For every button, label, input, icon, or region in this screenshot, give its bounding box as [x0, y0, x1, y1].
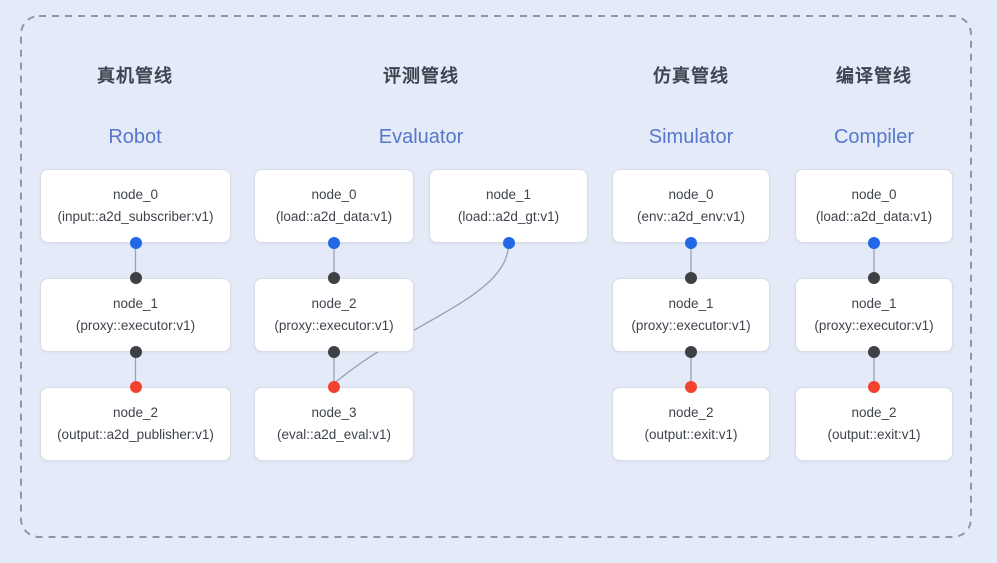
node-title: node_2	[851, 405, 897, 420]
node-title: node_1	[668, 296, 714, 311]
simulator-node-2-input-port[interactable]	[685, 381, 697, 393]
robot-node-0[interactable]: node_0 (input::a2d_subscriber:v1)	[40, 169, 231, 243]
simulator-node-0-output-port[interactable]	[685, 237, 697, 249]
node-title: node_2	[311, 296, 357, 311]
node-title: node_1	[851, 296, 897, 311]
node-title: node_0	[851, 187, 897, 202]
node-subtitle: (proxy::executor:v1)	[631, 318, 751, 333]
compiler-node-1-input-port[interactable]	[868, 272, 880, 284]
robot-node-1[interactable]: node_1 (proxy::executor:v1)	[40, 278, 231, 352]
evaluator-node-1[interactable]: node_1 (load::a2d_gt:v1)	[429, 169, 588, 243]
node-subtitle: (eval::a2d_eval:v1)	[276, 427, 392, 442]
robot-node-1-input-port[interactable]	[129, 272, 142, 284]
node-title: node_0	[668, 187, 714, 202]
simulator-node-1[interactable]: node_1 (proxy::executor:v1)	[612, 278, 770, 352]
evaluator-node-2-output-port[interactable]	[328, 346, 340, 358]
pipeline-title-robot: 真机管线	[97, 66, 173, 86]
node-title: node_1	[112, 296, 159, 311]
evaluator-node-3[interactable]: node_3 (eval::a2d_eval:v1)	[254, 387, 414, 461]
pipeline-title-compiler: 编译管线	[836, 66, 912, 86]
node-subtitle: (env::a2d_env:v1)	[636, 209, 746, 224]
node-title: node_2	[668, 405, 714, 420]
compiler-node-1-output-port[interactable]	[868, 346, 880, 358]
compiler-node-0-output-port[interactable]	[868, 237, 880, 249]
evaluator-node-0[interactable]: node_0 (load::a2d_data:v1)	[254, 169, 414, 243]
evaluator-node-1-output-port[interactable]	[502, 237, 515, 249]
robot-node-2-input-port[interactable]	[129, 381, 142, 393]
node-subtitle: (proxy::executor:v1)	[75, 318, 196, 333]
node-subtitle: (load::a2d_gt:v1)	[457, 209, 560, 224]
simulator-node-1-output-port[interactable]	[685, 346, 697, 358]
simulator-node-2[interactable]: node_2 (output::exit:v1)	[612, 387, 770, 461]
pipeline-subtitle-evaluator: Evaluator	[378, 126, 464, 148]
node-subtitle: (output::exit:v1)	[827, 427, 921, 442]
pipeline-subtitle-compiler: Compiler	[833, 126, 915, 148]
robot-node-1-output-port[interactable]	[129, 346, 142, 358]
node-subtitle: (load::a2d_data:v1)	[275, 209, 393, 224]
pipeline-title-simulator: 仿真管线	[653, 66, 729, 86]
simulator-node-0[interactable]: node_0 (env::a2d_env:v1)	[612, 169, 770, 243]
evaluator-node-3-input-port[interactable]	[328, 381, 340, 393]
compiler-node-0[interactable]: node_0 (load::a2d_data:v1)	[795, 169, 953, 243]
evaluator-node-2-input-port[interactable]	[328, 272, 340, 284]
compiler-node-2[interactable]: node_2 (output::exit:v1)	[795, 387, 953, 461]
node-subtitle: (output::a2d_publisher:v1)	[57, 427, 214, 442]
dashed-boundary	[20, 15, 972, 538]
robot-node-2[interactable]: node_2 (output::a2d_publisher:v1)	[40, 387, 231, 461]
compiler-node-1[interactable]: node_1 (proxy::executor:v1)	[795, 278, 953, 352]
edge-evaluator-1-3-curve	[334, 244, 510, 384]
node-title: node_0	[112, 187, 159, 202]
evaluator-node-0-output-port[interactable]	[328, 237, 340, 249]
compiler-node-2-input-port[interactable]	[868, 381, 880, 393]
robot-node-0-output-port[interactable]	[129, 237, 142, 249]
node-subtitle: (input::a2d_subscriber:v1)	[57, 209, 214, 224]
simulator-node-1-input-port[interactable]	[685, 272, 697, 284]
node-subtitle: (proxy::executor:v1)	[814, 318, 934, 333]
node-title: node_2	[112, 405, 159, 420]
pipeline-subtitle-simulator: Simulator	[648, 126, 734, 148]
pipeline-title-evaluator: 评测管线	[383, 66, 459, 86]
node-title: node_0	[311, 187, 357, 202]
node-subtitle: (output::exit:v1)	[644, 427, 738, 442]
node-title: node_1	[485, 187, 532, 202]
node-subtitle: (proxy::executor:v1)	[274, 318, 394, 333]
node-title: node_3	[311, 405, 357, 420]
pipeline-subtitle-robot: Robot	[108, 126, 162, 148]
node-subtitle: (load::a2d_data:v1)	[815, 209, 933, 224]
evaluator-node-2[interactable]: node_2 (proxy::executor:v1)	[254, 278, 414, 352]
